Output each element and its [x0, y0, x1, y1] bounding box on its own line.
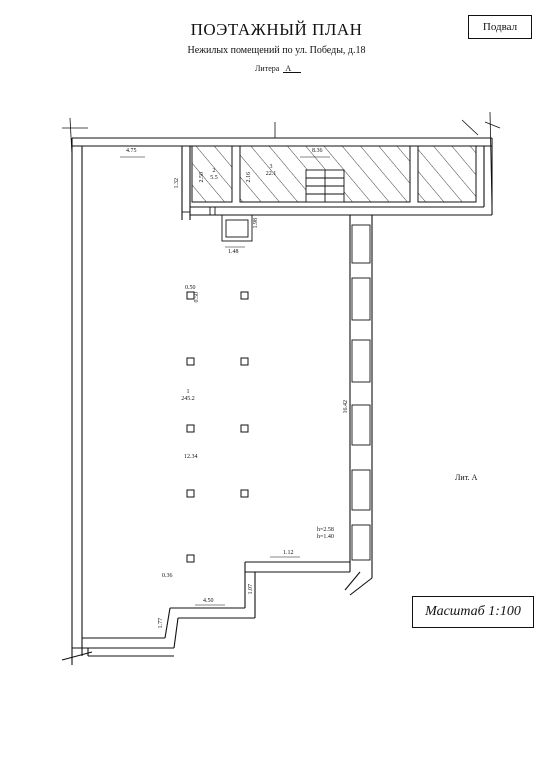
room-2-label: 2 5.5: [207, 168, 221, 182]
dimension-lines: [120, 156, 330, 606]
room-1-label: 1 245.2: [180, 389, 196, 403]
dim-top-left-width: 4.75: [126, 148, 137, 154]
dim-top-right-width: 8.36: [312, 148, 323, 154]
level-bottom: h=1.40: [317, 534, 334, 540]
room-3-label: 3 22.1: [263, 164, 279, 178]
dim-column-a: 0.50: [185, 285, 196, 291]
dim-room3-side: 2.16: [246, 172, 252, 183]
room-1-number: 1: [186, 389, 190, 395]
dim-left-offset: 0.36: [162, 573, 173, 579]
floor-badge: Подвал: [468, 15, 532, 39]
dim-corridor-bottom-width: 1.12: [283, 550, 294, 556]
dim-left-stub-height: 1.32: [174, 178, 180, 189]
top-wall: [72, 137, 492, 147]
dim-column-b: 0.50: [194, 292, 200, 303]
dim-corridor-height: 16.42: [343, 400, 349, 414]
room-2-area: 5.5: [210, 175, 218, 181]
scale-box: Масштаб 1:100: [412, 596, 534, 628]
level-top: h=2.58: [317, 527, 334, 533]
staircase: [305, 169, 345, 203]
lit-a-label: Лит. А: [455, 473, 478, 482]
dim-room2-side: 2.50: [199, 172, 205, 183]
columns: [186, 291, 249, 563]
room-2-number: 2: [212, 168, 216, 174]
litera-value: А: [285, 64, 292, 73]
outer-walls: [61, 138, 493, 665]
small-room: [182, 207, 253, 242]
dim-small-room-side: 1.98: [253, 218, 259, 229]
litera-label-text: Литера: [255, 64, 280, 73]
room-1-area: 245.2: [181, 396, 195, 402]
dim-small-room-width: 1.48: [228, 249, 239, 255]
litera-label: Литера А: [255, 64, 291, 73]
dim-bottom-step-width: 4.50: [203, 598, 214, 604]
room-3-number: 3: [269, 164, 273, 170]
page-title: ПОЭТАЖНЫЙ ПЛАН: [190, 20, 363, 39]
corridor-segments: [351, 224, 371, 561]
litera-underline: [283, 72, 301, 73]
dim-bottom-left-height: 1.77: [158, 618, 164, 629]
dim-hall-height: 12.34: [184, 454, 198, 460]
room-3-area: 22.1: [265, 171, 277, 177]
dim-bottom-step-height: 1.07: [248, 584, 254, 595]
page-subtitle: Нежилых помещений по ул. Победы, д.18: [187, 45, 366, 56]
